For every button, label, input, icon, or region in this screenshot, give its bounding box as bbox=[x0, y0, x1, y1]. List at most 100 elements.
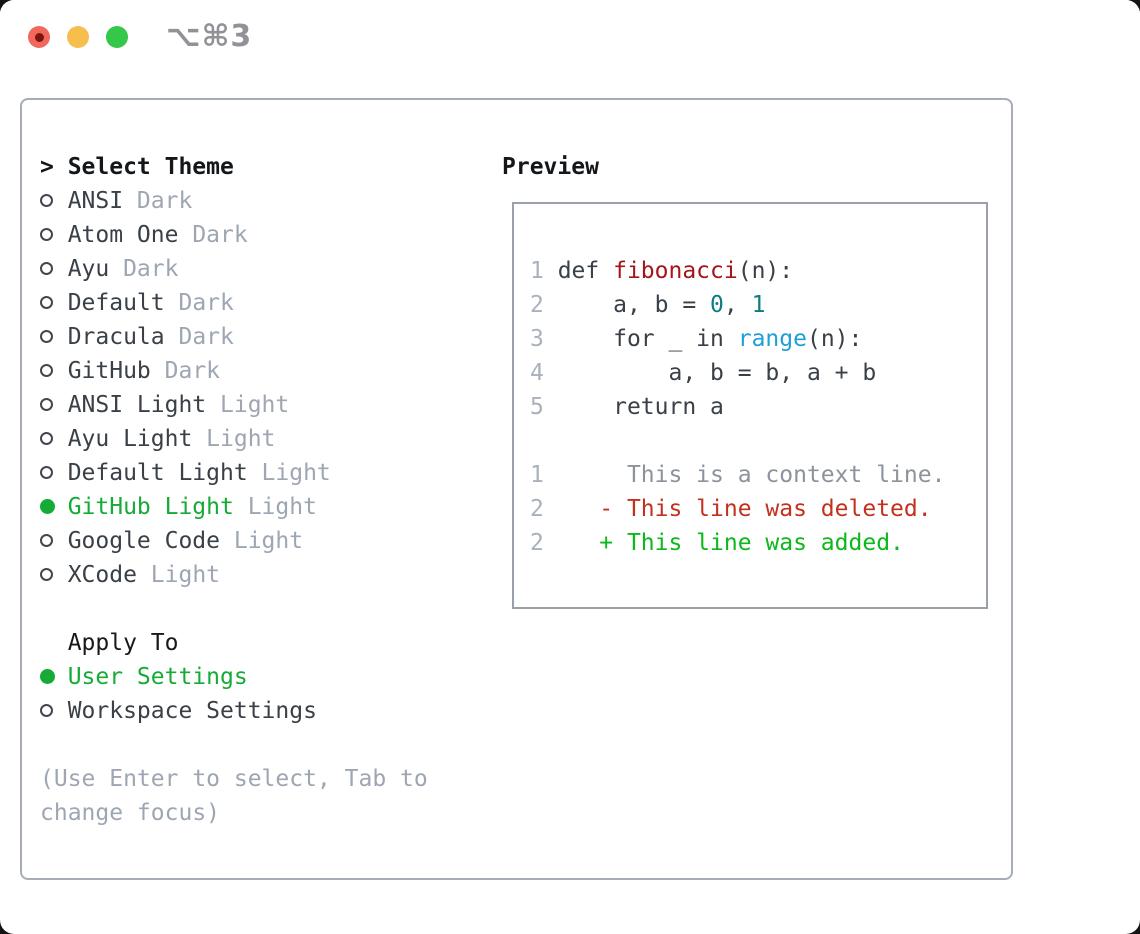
option-label: Ayu Light bbox=[67, 426, 193, 452]
cursor-prefix: > bbox=[40, 154, 54, 180]
close-button[interactable] bbox=[28, 26, 50, 48]
minimize-button[interactable] bbox=[67, 26, 89, 48]
apply-option-workspace-settings[interactable]: Workspace Settings bbox=[40, 694, 428, 728]
radio-icon bbox=[40, 252, 68, 286]
radio-icon bbox=[40, 354, 68, 388]
select-theme-heading-label: Select Theme bbox=[67, 154, 234, 180]
theme-option-default[interactable]: Default Dark bbox=[40, 286, 428, 320]
theme-option-ansi-light[interactable]: ANSI Light Light bbox=[40, 388, 428, 422]
diff-added-line: 2 + This line was added. bbox=[530, 526, 970, 560]
radio-icon bbox=[40, 456, 68, 490]
variant-tag: Light bbox=[247, 494, 317, 520]
window-title: ⌥⌘3 bbox=[166, 19, 253, 54]
help-text-line: (Use Enter to select, Tab to bbox=[40, 766, 428, 792]
code-token: 1 bbox=[751, 292, 766, 318]
apply-option-user-settings[interactable]: User Settings bbox=[40, 660, 428, 694]
diff-context-line: 1 This is a context line. bbox=[530, 458, 970, 492]
code-token: a, b = bbox=[557, 292, 711, 318]
theme-option-ansi[interactable]: ANSI Dark bbox=[40, 184, 428, 218]
variant-tag: Light bbox=[220, 392, 290, 418]
option-label: User Settings bbox=[67, 664, 248, 690]
code-token: (n): bbox=[806, 326, 863, 352]
option-label: GitHub bbox=[67, 358, 151, 384]
code-token: 0 bbox=[710, 292, 724, 318]
variant-tag: Dark bbox=[178, 324, 234, 350]
theme-option-ayu[interactable]: Ayu Dark bbox=[40, 252, 428, 286]
radio-icon bbox=[40, 694, 68, 728]
spacer bbox=[40, 728, 428, 762]
option-label: Workspace Settings bbox=[67, 698, 317, 724]
variant-tag: Dark bbox=[136, 188, 193, 214]
spacer bbox=[40, 592, 428, 626]
radio-icon bbox=[40, 286, 68, 320]
option-label: ANSI Light bbox=[67, 392, 207, 418]
code-token bbox=[558, 496, 600, 522]
code-line: 2 a, b = 0, 1 bbox=[530, 288, 970, 322]
variant-tag: Dark bbox=[123, 256, 179, 282]
radio-icon bbox=[40, 524, 68, 558]
code-token: 2 bbox=[530, 496, 558, 522]
code-token: range bbox=[737, 326, 807, 352]
radio-icon bbox=[40, 388, 68, 422]
code-token: a, b = b, a + b bbox=[557, 360, 877, 386]
code-token: for _ in bbox=[557, 326, 738, 352]
help-text-line: change focus) bbox=[40, 800, 221, 826]
code-token: 2 bbox=[530, 292, 558, 318]
radio-selected-icon bbox=[40, 490, 68, 524]
theme-option-default-light[interactable]: Default Light Light bbox=[40, 456, 428, 490]
theme-option-google-code[interactable]: Google Code Light bbox=[40, 524, 428, 558]
option-label: Default Light bbox=[67, 460, 248, 486]
code-line: 5 return a bbox=[530, 390, 970, 424]
variant-tag: Light bbox=[150, 562, 221, 588]
close-button-dot-icon bbox=[34, 32, 44, 42]
code-line: 1 def fibonacci(n): bbox=[530, 254, 970, 288]
code-token: 4 bbox=[530, 360, 558, 386]
traffic-lights bbox=[28, 26, 128, 48]
code-token: (n): bbox=[737, 258, 794, 284]
radio-icon bbox=[40, 422, 68, 456]
option-label: Dracula bbox=[67, 324, 165, 350]
code-token: + This line was added. bbox=[599, 530, 904, 556]
code-token: 3 bbox=[530, 326, 558, 352]
variant-tag: Light bbox=[206, 426, 276, 452]
radio-icon bbox=[40, 218, 68, 252]
code-token: - This line was deleted. bbox=[599, 496, 932, 522]
variant-tag: Light bbox=[261, 460, 331, 486]
variant-tag: Dark bbox=[164, 358, 221, 384]
code-line: 4 a, b = b, a + b bbox=[530, 356, 970, 390]
variant-tag: Dark bbox=[178, 290, 234, 316]
theme-option-ayu-light[interactable]: Ayu Light Light bbox=[40, 422, 428, 456]
code-token: return a bbox=[557, 394, 724, 420]
option-label: Google Code bbox=[67, 528, 221, 554]
option-label: ANSI bbox=[67, 188, 124, 214]
theme-option-github[interactable]: GitHub Dark bbox=[40, 354, 428, 388]
radio-icon bbox=[40, 558, 68, 592]
radio-selected-icon bbox=[40, 660, 68, 694]
variant-tag: Light bbox=[233, 528, 304, 554]
titlebar: ⌥⌘3 bbox=[0, 0, 1140, 74]
code-token: def bbox=[557, 258, 614, 284]
diff-deleted-line: 2 - This line was deleted. bbox=[530, 492, 970, 526]
option-label: GitHub Light bbox=[67, 494, 234, 520]
code-token: fibonacci bbox=[613, 258, 738, 284]
theme-option-xcode[interactable]: XCode Light bbox=[40, 558, 428, 592]
code-line: 3 for _ in range(n): bbox=[530, 322, 970, 356]
theme-option-dracula[interactable]: Dracula Dark bbox=[40, 320, 428, 354]
code-token: , bbox=[723, 292, 752, 318]
code-token: 2 bbox=[530, 530, 558, 556]
code-token bbox=[558, 530, 600, 556]
code-token: This is a context line. bbox=[557, 462, 946, 488]
option-label: Default bbox=[67, 290, 165, 316]
code-token: 1 bbox=[530, 462, 558, 488]
radio-icon bbox=[40, 320, 68, 354]
code-token: 1 bbox=[530, 258, 558, 284]
option-label: Ayu bbox=[67, 256, 110, 282]
maximize-button[interactable] bbox=[106, 26, 128, 48]
theme-option-github-light[interactable]: GitHub Light Light bbox=[40, 490, 428, 524]
option-label: XCode bbox=[67, 562, 137, 588]
radio-icon bbox=[40, 184, 68, 218]
